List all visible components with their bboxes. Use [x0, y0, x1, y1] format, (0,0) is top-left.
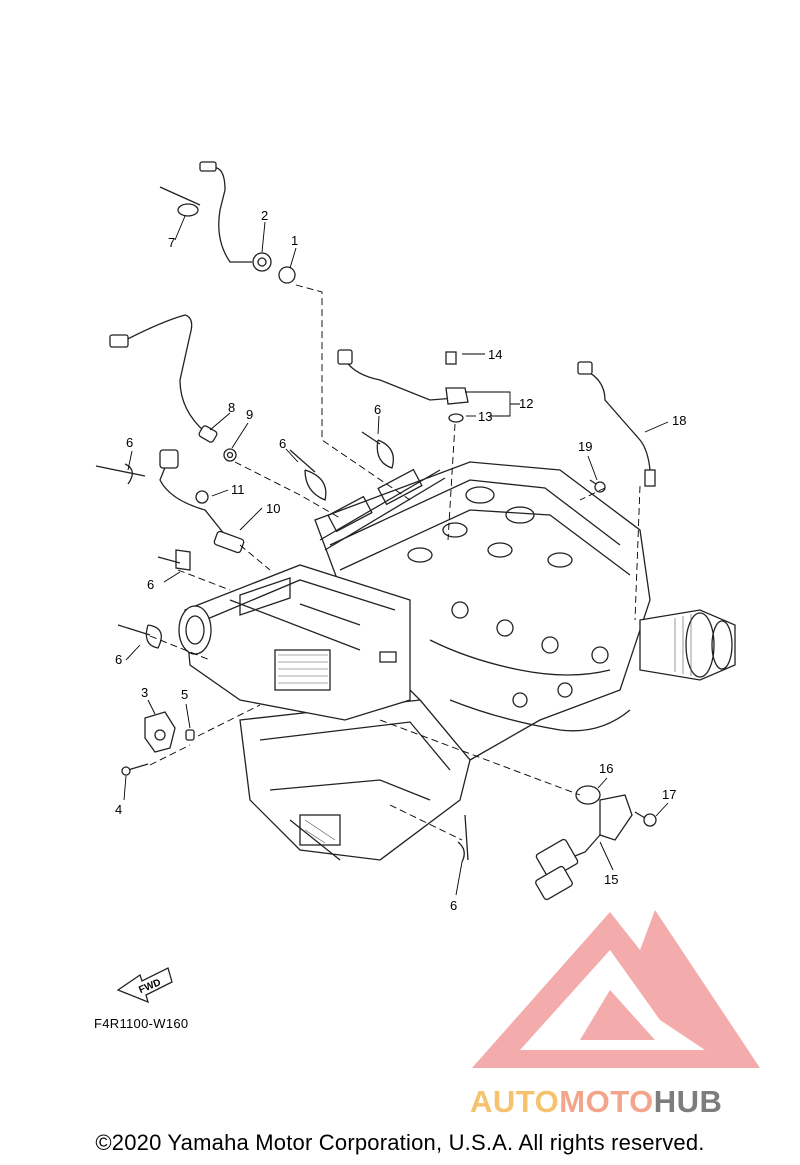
- callout-6-b: 6: [126, 435, 133, 450]
- fwd-arrow-icon: FWD: [116, 967, 173, 1004]
- callout-1: 1: [291, 233, 298, 248]
- dashed-lines: [149, 284, 641, 841]
- sensor-bottom-left: [121, 711, 195, 776]
- sensor-harness-top: [159, 161, 296, 284]
- watermark-logo-icon: [472, 910, 760, 1068]
- callout-6-a: 6: [374, 402, 381, 417]
- engine-block: [178, 461, 736, 861]
- cable-ties: [95, 431, 469, 863]
- callouts: 1 2 3 4 5 6 6 6 6 6 6 7 8 9 10 11 12 13 …: [115, 208, 686, 913]
- callout-18: 18: [672, 413, 686, 428]
- callout-16: 16: [599, 761, 613, 776]
- callout-15: 15: [604, 872, 618, 887]
- callout-6-c: 6: [279, 436, 286, 451]
- watermark-part-hub: HUB: [653, 1084, 723, 1119]
- sensor-harness-right: [577, 361, 656, 493]
- diagram-code: F4R1100-W160: [94, 1016, 189, 1031]
- callout-3: 3: [141, 685, 148, 700]
- callout-6-d: 6: [147, 577, 154, 592]
- callout-12: 12: [519, 396, 533, 411]
- watermark-part-auto: AUTO: [470, 1084, 560, 1119]
- watermark-part-moto: MOTO: [559, 1084, 654, 1119]
- callout-6-e: 6: [115, 652, 122, 667]
- callout-9: 9: [246, 407, 253, 422]
- callout-7: 7: [168, 235, 175, 250]
- sensor-harness-center: [337, 349, 469, 423]
- watermark-wordmark: AUTOMOTOHUB: [470, 1084, 722, 1120]
- sensor-bottom-right: [535, 785, 657, 901]
- sensor-10: [159, 449, 245, 554]
- callout-14: 14: [488, 347, 502, 362]
- callout-11: 11: [231, 482, 245, 497]
- callout-19: 19: [578, 439, 592, 454]
- callout-17: 17: [662, 787, 676, 802]
- sensor-harness-left: [109, 314, 237, 462]
- callout-5: 5: [181, 687, 188, 702]
- callout-4: 4: [115, 802, 122, 817]
- callout-8: 8: [228, 400, 235, 415]
- callout-6-f: 6: [450, 898, 457, 913]
- callout-2: 2: [261, 208, 268, 223]
- callout-10: 10: [266, 501, 280, 516]
- callout-13: 13: [478, 409, 492, 424]
- leader-lines: [123, 215, 669, 896]
- copyright-notice: ©2020 Yamaha Motor Corporation, U.S.A. A…: [95, 1130, 705, 1155]
